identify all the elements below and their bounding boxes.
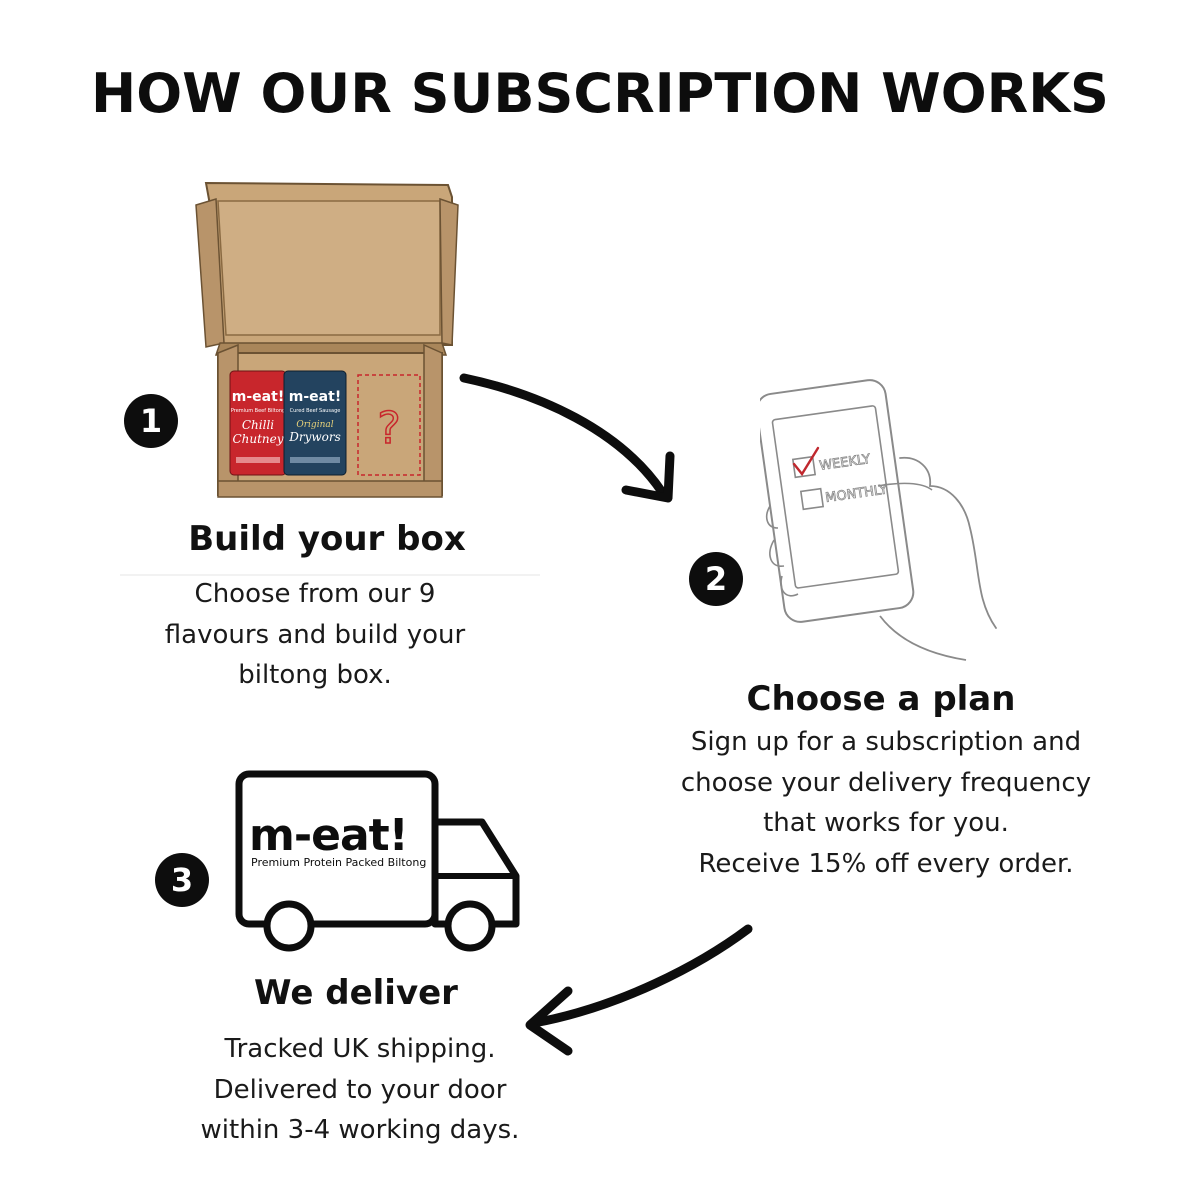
pouch-left-flavour-1: Chilli bbox=[242, 418, 274, 432]
step-3-line-2: Delivered to your door bbox=[213, 1074, 507, 1105]
mystery-flavour-slot: ? bbox=[357, 374, 421, 476]
pouch-right-brand: m-eat! bbox=[289, 389, 341, 405]
pouch-right-flavour-1: Original bbox=[296, 420, 333, 430]
check-icon bbox=[792, 446, 820, 477]
pouch-left-brand: m-eat! bbox=[232, 389, 284, 405]
step-2-line-3: that works for you. bbox=[763, 808, 1009, 838]
step-2-heading: Choose a plan bbox=[746, 679, 1016, 719]
pouch-left-line: Premium Beef Biltong bbox=[231, 408, 285, 414]
divider bbox=[120, 574, 540, 576]
original-drywors-pouch: m-eat! Cured Beef Sausage Original Drywo… bbox=[283, 370, 347, 476]
chilli-chutney-pouch: m-eat! Premium Beef Biltong Chilli Chutn… bbox=[229, 370, 287, 476]
step-3-description: Tracked UK shipping. Delivered to your d… bbox=[130, 1029, 590, 1151]
step-1-heading: Build your box bbox=[188, 519, 466, 559]
step-1-line-1: Choose from our 9 bbox=[194, 579, 436, 609]
step-2-description: Sign up for a subscription and choose yo… bbox=[636, 722, 1136, 884]
step-1-description: Choose from our 9 flavours and build you… bbox=[115, 574, 515, 696]
pouch-right-flavour-2: Drywors bbox=[288, 430, 341, 444]
truck-brand: m-eat! bbox=[249, 810, 408, 861]
pouch-right-line: Cured Beef Sausage bbox=[290, 408, 341, 414]
arrow-icon bbox=[525, 924, 753, 1056]
question-mark-icon: ? bbox=[377, 403, 400, 454]
step-1-line-2: flavours and build your bbox=[164, 619, 466, 650]
wheel-icon bbox=[444, 900, 496, 952]
step-1-line-3: biltong box. bbox=[238, 660, 392, 690]
step-2-line-4: Receive 15% off every order. bbox=[698, 848, 1074, 879]
step-2-badge: 2 bbox=[689, 552, 743, 606]
phone-in-hand-illustration: WEEKLY MONTHLY bbox=[760, 379, 997, 661]
step-3-line-1: Tracked UK shipping. bbox=[224, 1034, 496, 1064]
step-3-badge: 3 bbox=[155, 853, 209, 907]
open-box-illustration: m-eat! Premium Beef Biltong Chilli Chutn… bbox=[195, 181, 459, 498]
delivery-truck-illustration: m-eat! Premium Protein Packed Biltong bbox=[235, 770, 520, 952]
step-2-line-2: choose your delivery frequency bbox=[680, 767, 1092, 798]
page-title: HOW OUR SUBSCRIPTION WORKS bbox=[91, 62, 1109, 125]
pouch-left-flavour-2: Chutney bbox=[232, 432, 283, 446]
step-3-heading: We deliver bbox=[254, 973, 458, 1013]
wheel-icon bbox=[263, 900, 315, 952]
step-2-line-1: Sign up for a subscription and bbox=[690, 727, 1082, 757]
step-3-line-3: within 3-4 working days. bbox=[200, 1115, 520, 1145]
arrow-icon bbox=[459, 373, 675, 503]
truck-tagline: Premium Protein Packed Biltong bbox=[251, 856, 426, 869]
step-1-badge: 1 bbox=[124, 394, 178, 448]
